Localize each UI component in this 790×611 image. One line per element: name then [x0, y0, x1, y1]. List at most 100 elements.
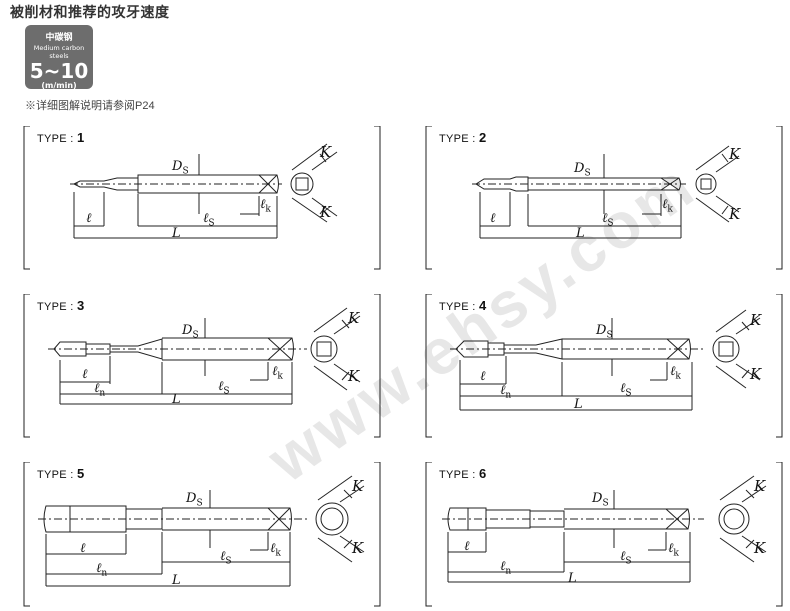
- ds-symbol: D: [172, 159, 183, 174]
- tap-panel-type-4: TYPE : 4 DS ℓk ℓS ℓ ℓn L K K: [424, 294, 784, 439]
- ln-subscript: n: [505, 566, 512, 577]
- type-label: TYPE : 6: [439, 466, 487, 481]
- k-label-bottom: K: [754, 539, 766, 557]
- ls-label: ℓS: [203, 212, 215, 231]
- tap-drawing-type-6: [425, 462, 783, 607]
- ds-subscript: S: [192, 330, 199, 341]
- tap-panel-type-3: TYPE : 3 DS ℓk ℓS ℓ ℓn L K K: [22, 294, 382, 439]
- ds-label: DS: [172, 160, 189, 179]
- type-prefix: TYPE :: [439, 133, 479, 145]
- k-label-top: K: [320, 143, 332, 161]
- ls-symbol: ℓ: [220, 549, 226, 564]
- ln-label: ℓn: [96, 562, 107, 581]
- type-label: TYPE : 5: [37, 466, 85, 481]
- tap-drawing-type-1: [23, 126, 381, 270]
- type-number: 6: [479, 466, 487, 481]
- lk-label: ℓk: [260, 198, 271, 217]
- ds-symbol: D: [574, 161, 585, 176]
- lk-label: ℓk: [670, 365, 681, 384]
- k-label-bottom: K: [729, 205, 741, 223]
- ln-symbol: ℓ: [500, 559, 506, 574]
- badge-material-en: Medium carbon steels: [33, 44, 85, 60]
- ls-label: ℓS: [218, 380, 230, 399]
- tap-drawing-type-3: [23, 294, 381, 438]
- total-length-label: L: [172, 226, 181, 241]
- l-label: ℓ: [480, 369, 486, 384]
- lk-symbol: ℓ: [662, 197, 668, 212]
- tap-drawing-type-5: [23, 462, 381, 607]
- l-label: ℓ: [464, 539, 470, 554]
- ls-subscript: S: [208, 218, 215, 229]
- total-length-label: L: [576, 226, 585, 241]
- ln-label: ℓn: [500, 384, 511, 403]
- ds-label: DS: [596, 324, 613, 343]
- ds-symbol: D: [186, 491, 197, 506]
- ln-subscript: n: [99, 388, 106, 399]
- lk-subscript: k: [277, 371, 283, 382]
- l-label: ℓ: [80, 541, 86, 556]
- type-label: TYPE : 4: [439, 298, 487, 313]
- type-number: 5: [77, 466, 85, 481]
- ln-label: ℓn: [94, 382, 105, 401]
- type-label: TYPE : 1: [37, 130, 85, 145]
- ds-symbol: D: [182, 323, 193, 338]
- lk-symbol: ℓ: [260, 197, 266, 212]
- tap-panel-type-6: TYPE : 6 DS ℓk ℓS ℓ ℓn L K K: [424, 462, 784, 608]
- ln-label: ℓn: [500, 560, 511, 579]
- tap-panel-type-1: TYPE : 1 DS ℓk ℓS ℓ L K K: [22, 126, 382, 271]
- lk-label: ℓk: [272, 365, 283, 384]
- l-label: ℓ: [490, 211, 496, 226]
- type-number: 3: [77, 298, 85, 313]
- type-prefix: TYPE :: [439, 301, 479, 313]
- type-prefix: TYPE :: [37, 301, 77, 313]
- total-length-label: L: [574, 397, 583, 412]
- badge-speed: 5~10: [29, 59, 89, 83]
- lk-symbol: ℓ: [272, 364, 278, 379]
- ds-subscript: S: [584, 168, 591, 179]
- ls-subscript: S: [223, 386, 230, 397]
- ln-subscript: n: [101, 568, 108, 579]
- l-label: ℓ: [82, 367, 88, 382]
- ln-symbol: ℓ: [94, 381, 100, 396]
- badge-material-cn: 中碳钢: [45, 33, 73, 43]
- ds-symbol: D: [596, 323, 607, 338]
- ls-subscript: S: [625, 556, 632, 567]
- k-label-top: K: [754, 477, 766, 495]
- ds-label: DS: [592, 492, 609, 511]
- ls-symbol: ℓ: [602, 211, 608, 226]
- k-label-top: K: [352, 477, 364, 495]
- lk-subscript: k: [675, 371, 681, 382]
- type-label: TYPE : 2: [439, 130, 487, 145]
- lk-label: ℓk: [668, 542, 679, 561]
- lk-symbol: ℓ: [670, 364, 676, 379]
- page-title: 被削材和推荐的攻牙速度: [10, 4, 170, 20]
- ls-subscript: S: [225, 556, 232, 567]
- lk-symbol: ℓ: [270, 541, 276, 556]
- ds-label: DS: [574, 162, 591, 181]
- ls-label: ℓS: [620, 550, 632, 569]
- tap-panel-type-5: TYPE : 5 DS ℓk ℓS ℓ ℓn L K K: [22, 462, 382, 608]
- k-label-bottom: K: [320, 203, 332, 221]
- ln-symbol: ℓ: [96, 561, 102, 576]
- k-label-top: K: [729, 145, 741, 163]
- ds-label: DS: [186, 492, 203, 511]
- ln-subscript: n: [505, 390, 512, 401]
- k-label-bottom: K: [750, 365, 762, 383]
- tap-panel-type-2: TYPE : 2 DS ℓk ℓS ℓ L K K: [424, 126, 784, 271]
- ds-subscript: S: [196, 498, 203, 509]
- type-prefix: TYPE :: [37, 133, 77, 145]
- ds-subscript: S: [606, 330, 613, 341]
- reference-note: ※详细图解说明请参阅P24: [25, 100, 155, 112]
- lk-label: ℓk: [270, 542, 281, 561]
- type-prefix: TYPE :: [439, 469, 479, 481]
- tap-drawing-type-2: [425, 126, 783, 270]
- total-length-label: L: [172, 573, 181, 588]
- type-number: 4: [479, 298, 487, 313]
- type-number: 1: [77, 130, 85, 145]
- total-length-label: L: [568, 571, 577, 586]
- ls-label: ℓS: [620, 382, 632, 401]
- speed-badge: 中碳钢 Medium carbon steels 5~10 (m/min): [25, 25, 93, 90]
- k-label-bottom: K: [352, 539, 364, 557]
- lk-symbol: ℓ: [668, 541, 674, 556]
- type-prefix: TYPE :: [37, 469, 77, 481]
